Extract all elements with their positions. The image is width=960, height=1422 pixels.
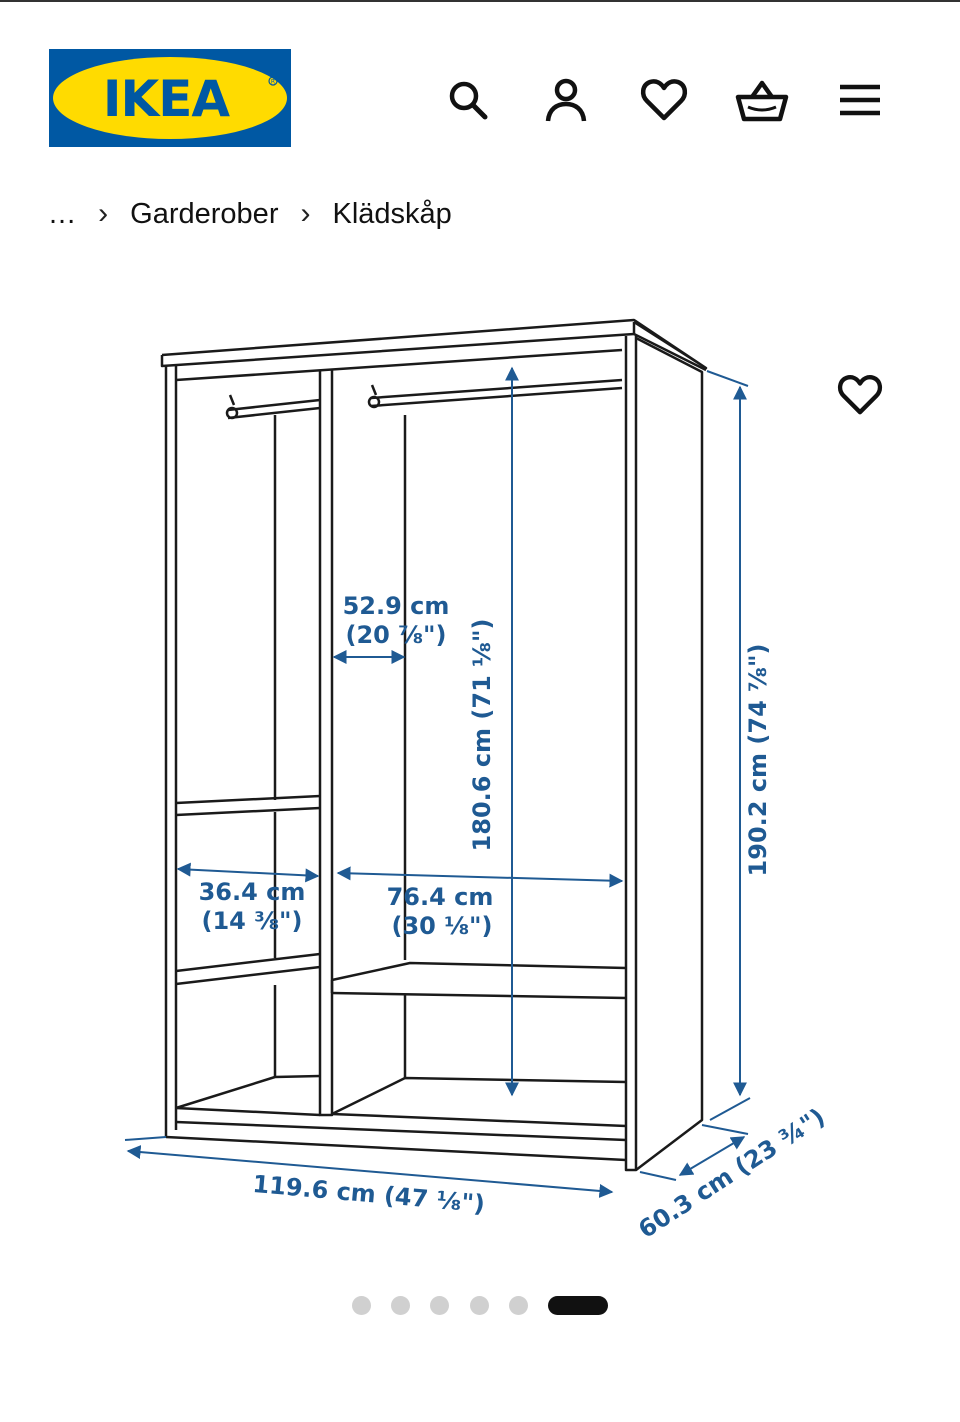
- dim-total-height: 190.2 cm (74 ⅞"): [744, 644, 772, 877]
- search-icon[interactable]: [438, 70, 498, 130]
- menu-icon[interactable]: [830, 70, 890, 130]
- header-actions: [430, 70, 900, 130]
- dim-depth: 60.3 cm (23 ¾"): [633, 1103, 830, 1244]
- logo-text: IKEA: [103, 70, 231, 128]
- carousel-dot-active[interactable]: [548, 1296, 608, 1315]
- dim-right-compartment-in: (30 ⅛"): [391, 912, 492, 940]
- carousel-indicator: [0, 1292, 960, 1318]
- dim-left-compartment-in: (14 ⅜"): [201, 907, 302, 935]
- basket-icon[interactable]: [732, 70, 792, 130]
- dim-inner-height: 180.6 cm (71 ⅛"): [468, 619, 496, 852]
- favourite-heart-icon[interactable]: [830, 365, 890, 425]
- breadcrumb-ellipsis[interactable]: ...: [49, 197, 77, 230]
- heart-icon[interactable]: [634, 70, 694, 130]
- dim-total-width: 119.6 cm (47 ⅛"): [251, 1170, 485, 1218]
- dimension-lines: [124, 366, 751, 1198]
- product-dimension-image[interactable]: 52.9 cm (20 ⅞") 180.6 cm (71 ⅛") 36.4 cm…: [0, 300, 960, 1250]
- wardrobe-outline: [160, 318, 708, 1172]
- carousel-dot[interactable]: [352, 1296, 371, 1315]
- chevron-right-icon: ›: [98, 197, 109, 230]
- ikea-logo[interactable]: IKEA R: [49, 49, 291, 147]
- breadcrumb: ... › Garderober › Klädskåp: [49, 194, 452, 234]
- account-icon[interactable]: [536, 70, 596, 130]
- top-border: [0, 0, 960, 2]
- dim-right-compartment: 76.4 cm: [387, 883, 494, 911]
- svg-text:R: R: [271, 79, 275, 86]
- dim-inner-top-width-in: (20 ⅞"): [345, 621, 446, 649]
- chevron-right-icon: ›: [300, 197, 311, 230]
- carousel-dot[interactable]: [509, 1296, 528, 1315]
- breadcrumb-item-kladskap[interactable]: Klädskåp: [332, 197, 452, 230]
- carousel-dot[interactable]: [430, 1296, 449, 1315]
- carousel-dot[interactable]: [470, 1296, 489, 1315]
- breadcrumb-item-garderober[interactable]: Garderober: [130, 197, 279, 230]
- dim-left-compartment: 36.4 cm: [199, 878, 306, 906]
- carousel-dot[interactable]: [391, 1296, 410, 1315]
- dim-inner-top-width: 52.9 cm: [343, 592, 450, 620]
